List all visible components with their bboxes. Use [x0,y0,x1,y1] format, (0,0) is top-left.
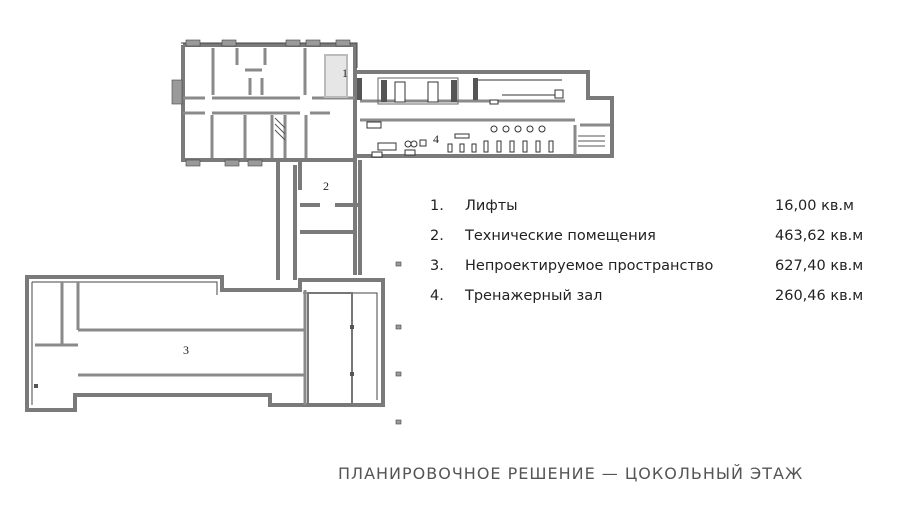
legend-number: 1. [430,198,444,214]
legend-name: Лифты [465,198,518,214]
gym-wing [355,70,614,158]
lower-block [25,261,402,425]
label-technical: 2 [323,179,329,193]
stair-entry [171,79,183,105]
label-lifts: 1 [342,66,348,80]
legend-name: Непроектируемое пространство [465,258,714,274]
legend-number: 3. [430,258,444,274]
main-building [171,39,358,167]
locker-rooms [357,77,478,105]
legend-name: Технические помещения [465,228,656,244]
gym-equipment [366,79,564,158]
legend-area: 463,62 кв.м [775,228,864,244]
legend-area: 16,00 кв.м [775,198,854,214]
label-unplanned: 3 [183,343,189,357]
legend-number: 2. [430,228,444,244]
legend-area: 260,46 кв.м [775,288,864,304]
technical-rooms [276,160,362,280]
label-gym: 4 [433,132,439,146]
sheet-title: ПЛАНИРОВОЧНОЕ РЕШЕНИЕ — ЦОКОЛЬНЫЙ ЭТАЖ [338,464,804,483]
legend-number: 4. [430,288,444,304]
legend-area: 627,40 кв.м [775,258,864,274]
elevator-shaft [324,54,348,98]
stair-east [578,135,605,147]
legend-name: Тренажерный зал [465,288,603,304]
